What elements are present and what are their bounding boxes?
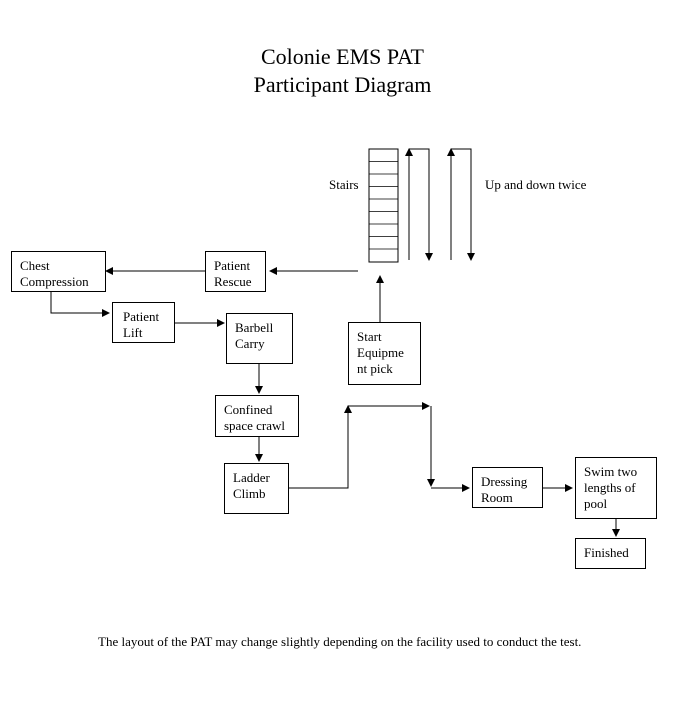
chest-to-lift-arrow — [50, 292, 110, 317]
footer-note: The layout of the PAT may change slightl… — [98, 634, 582, 649]
stairs-over-2 — [451, 148, 475, 261]
dressing-room-box: Dressing Room — [472, 467, 543, 508]
ladder-to-dressing-path — [289, 405, 352, 489]
patient-rescue-box: Patient Rescue — [205, 251, 266, 292]
patient-lift-box: Patient Lift — [112, 302, 175, 343]
ladder-climb-box: Ladder Climb — [224, 463, 289, 514]
stairs-over-1 — [409, 148, 433, 261]
up-and-down-label: Up and down twice — [485, 177, 587, 192]
start-equipment-pick-box: Start Equipme nt pick — [348, 322, 421, 385]
finished-box: Finished — [575, 538, 646, 569]
title-line-1: Colonie EMS PAT — [260, 44, 424, 69]
stairs-label: Stairs — [329, 177, 359, 192]
swim-box: Swim two lengths of pool — [575, 457, 657, 519]
barbell-carry-box: Barbell Carry — [226, 313, 293, 364]
stairs-graphic — [368, 148, 399, 263]
chest-compression-box: Chest Compression — [11, 251, 106, 292]
confined-space-crawl-box: Confined space crawl — [215, 395, 299, 437]
title-line-2: Participant Diagram — [253, 72, 432, 97]
